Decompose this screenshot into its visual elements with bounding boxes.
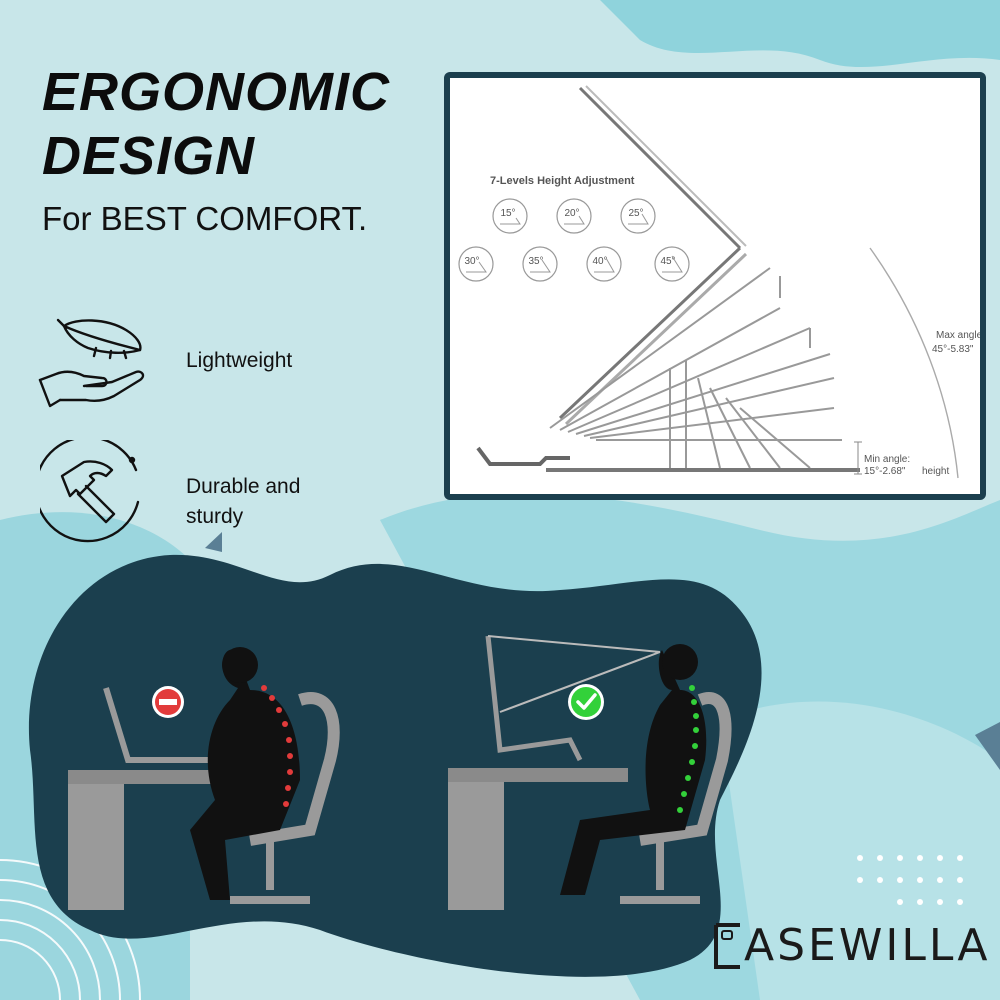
posture-blob (28, 554, 762, 977)
brand-name: ASEWILLA (744, 920, 991, 971)
max-angle-value: 45°-5.83" (932, 344, 974, 355)
angle-45-label: 45° (660, 256, 675, 267)
stand-illustration (476, 267, 860, 472)
angle-badge-30 (458, 246, 494, 282)
angle-badge-20 (556, 198, 592, 234)
angle-arc (869, 247, 959, 479)
brand-logo: ASEWILLA (712, 920, 990, 971)
angle-badge-40 (586, 246, 622, 282)
feature-durable-label: Durable and sturdy (186, 472, 300, 532)
height-label: height (922, 466, 949, 477)
min-angle-value: 15°-2.68" (864, 466, 906, 477)
laptop-illustration (558, 85, 748, 426)
height-adjustment-diagram: 7-Levels Height Adjustment 15° 20° 25° 3… (450, 78, 980, 494)
angle-30-label: 30° (464, 256, 479, 267)
min-angle-label: Min angle: (864, 454, 910, 465)
subtitle: For BEST COMFORT. (42, 200, 368, 237)
height-adjustment-panel: 7-Levels Height Adjustment 15° 20° 25° 3… (444, 72, 986, 500)
feature-durable-line-1: Durable and (186, 475, 301, 498)
title-line-2: DESIGN (42, 126, 256, 186)
feature-lightweight-label: Lightweight (186, 349, 293, 372)
angle-badge-45 (654, 246, 690, 282)
max-angle-label: Max angle (936, 330, 980, 341)
title-line-1: ERGONOMIC (42, 62, 391, 122)
angle-badge-35 (522, 246, 558, 282)
feather-hand-icon (38, 318, 145, 408)
diagram-title: 7-Levels Height Adjustment (490, 175, 635, 187)
angle-25-label: 25° (628, 208, 643, 219)
angle-badge-15 (492, 198, 528, 234)
angle-40-label: 40° (592, 256, 607, 267)
angle-20-label: 20° (564, 208, 579, 219)
page-title: ERGONOMIC DESIGN (42, 60, 390, 188)
angle-badge-25 (620, 198, 656, 234)
angle-35-label: 35° (528, 256, 543, 267)
phone-case-letter-icon (714, 922, 740, 969)
feature-durable-line-2: sturdy (186, 505, 244, 528)
angle-15-label: 15° (500, 208, 515, 219)
hammer-icon (40, 440, 140, 543)
